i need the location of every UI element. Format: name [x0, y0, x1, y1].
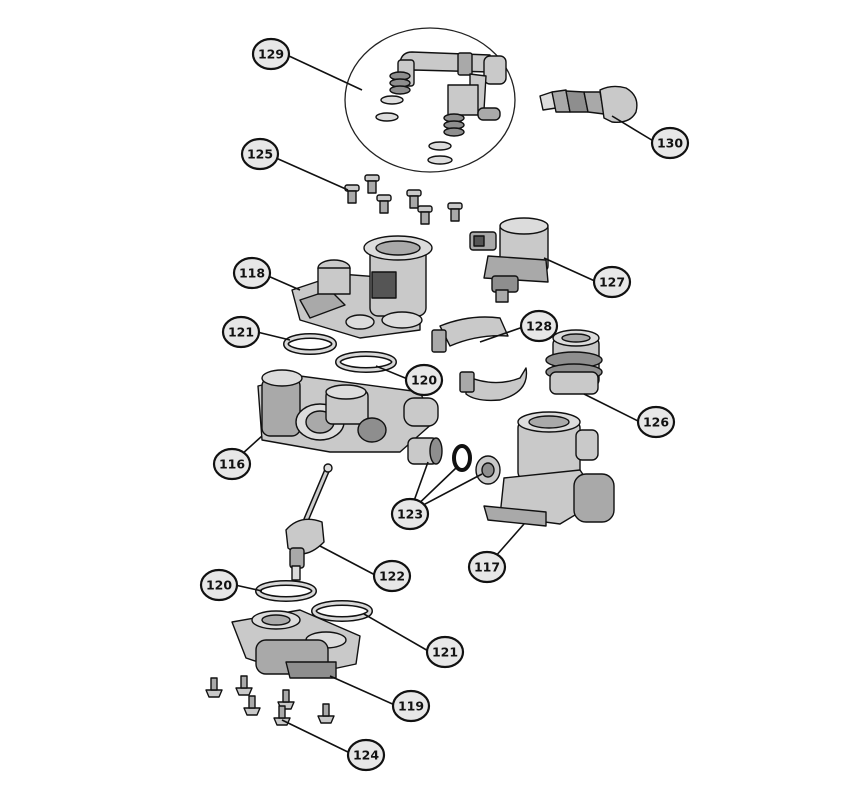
part-118-top-housing: [291, 235, 433, 339]
callout-117: 117: [467, 550, 507, 584]
part-130-fitting: [539, 85, 638, 123]
callout-123: 123: [390, 497, 430, 531]
part-125-screws: [344, 174, 463, 225]
part-119-bottom-housing: [231, 609, 361, 679]
callout-125: 125: [240, 137, 280, 171]
part-124-screws: [205, 675, 335, 726]
callout-128-label: 128: [526, 319, 552, 334]
callout-119: 119: [391, 689, 431, 723]
leader-lines: [230, 55, 656, 755]
callout-130: 130: [650, 126, 690, 160]
callout-122: 122: [372, 559, 412, 593]
callout-121-lower-label: 121: [432, 645, 458, 660]
callout-122-label: 122: [379, 569, 405, 584]
callout-126-label: 126: [643, 415, 669, 430]
callout-125-label: 125: [247, 147, 273, 162]
callout-118-label: 118: [239, 266, 265, 281]
part-126-cartridge: [545, 329, 603, 395]
callout-127: 127: [592, 265, 632, 299]
part-123-bushing: [407, 437, 501, 485]
part-122-piston: [285, 463, 333, 581]
part-127-motor: [469, 217, 549, 303]
callout-121-upper-label: 121: [228, 325, 254, 340]
callout-116: 116: [212, 447, 252, 481]
part-116-main-body: [257, 369, 439, 453]
part-129-tube-assembly: [344, 27, 516, 173]
callout-120-lower: 120: [199, 568, 239, 602]
callout-120-upper: 120: [404, 363, 444, 397]
part-117-elbow-housing: [483, 411, 615, 527]
callout-119-label: 119: [398, 699, 424, 714]
callout-126: 126: [636, 405, 676, 439]
callout-124-label: 124: [353, 748, 379, 763]
callout-120-upper-label: 120: [411, 373, 437, 388]
callout-127-label: 127: [599, 275, 625, 290]
callout-121-upper: 121: [221, 315, 261, 349]
part-128-clips: [431, 316, 528, 402]
detail-circle: [344, 27, 516, 173]
callout-123-label: 123: [397, 507, 423, 522]
callout-129-label: 129: [258, 47, 284, 62]
callout-121-lower: 121: [425, 635, 465, 669]
callout-120-lower-label: 120: [206, 578, 232, 593]
callout-128: 128: [519, 309, 559, 343]
callout-124: 124: [346, 738, 386, 772]
washers-lower: [255, 580, 373, 622]
callout-130-label: 130: [657, 136, 683, 151]
washers-upper: [283, 333, 397, 373]
callout-129: 129: [251, 37, 291, 71]
callout-117-label: 117: [474, 560, 500, 575]
callout-118: 118: [232, 256, 272, 290]
callout-116-label: 116: [219, 457, 245, 472]
